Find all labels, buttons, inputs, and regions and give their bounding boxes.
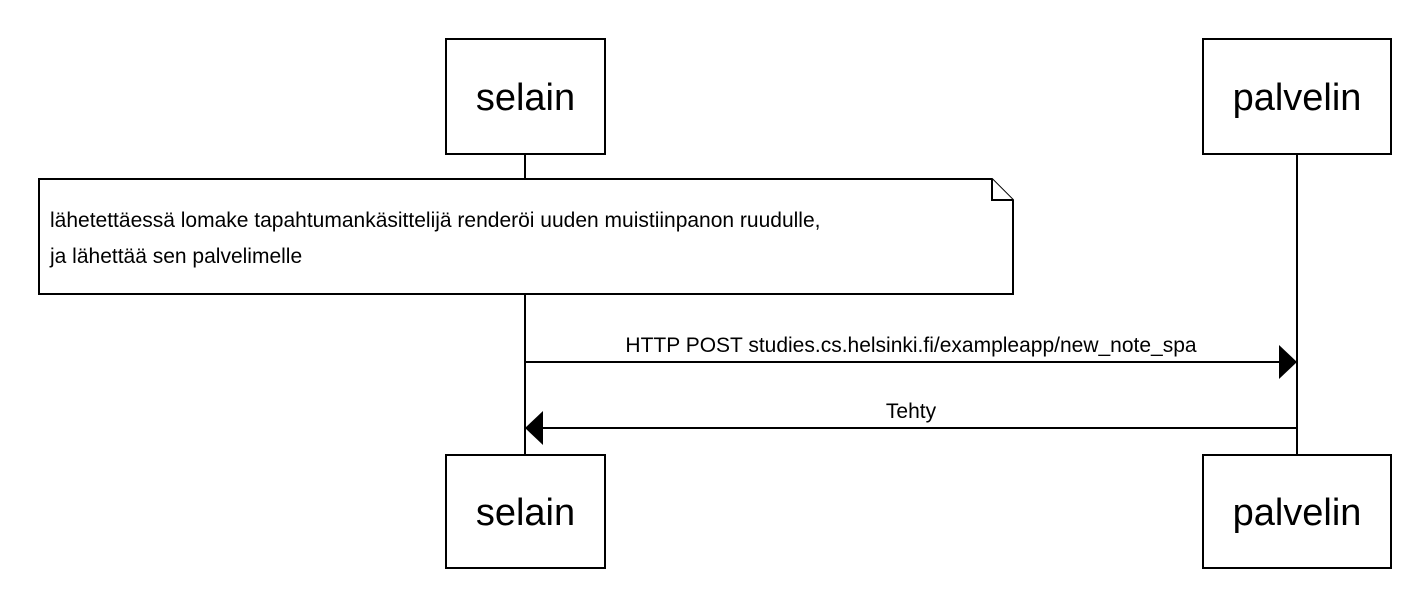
message-http-post-arrowhead [1279,345,1297,379]
note-line-2: ja lähettää sen palvelimelle [49,245,302,268]
actor-palvelin-top-label: palvelin [1233,77,1362,119]
actor-selain-top-label: selain [476,77,575,119]
message-tehty: Tehty [525,400,1297,445]
actor-selain-bottom: selain [445,454,606,569]
actor-palvelin-bottom-label: palvelin [1233,492,1362,534]
actor-selain-top: selain [445,38,606,155]
note-fold [991,179,1013,201]
note-shape [38,178,1014,295]
note: lähetettäessä lomake tapahtumankäsitteli… [38,178,1014,295]
message-http-post: HTTP POST studies.cs.helsinki.fi/example… [525,334,1297,379]
message-tehty-arrowhead [525,411,543,445]
actor-selain-bottom-label: selain [476,492,575,534]
message-tehty-label: Tehty [886,400,937,423]
actor-palvelin-bottom: palvelin [1202,454,1392,569]
note-line-1: lähetettäessä lomake tapahtumankäsitteli… [50,209,821,232]
message-http-post-label: HTTP POST studies.cs.helsinki.fi/example… [625,334,1197,357]
actor-palvelin-top: palvelin [1202,38,1392,155]
